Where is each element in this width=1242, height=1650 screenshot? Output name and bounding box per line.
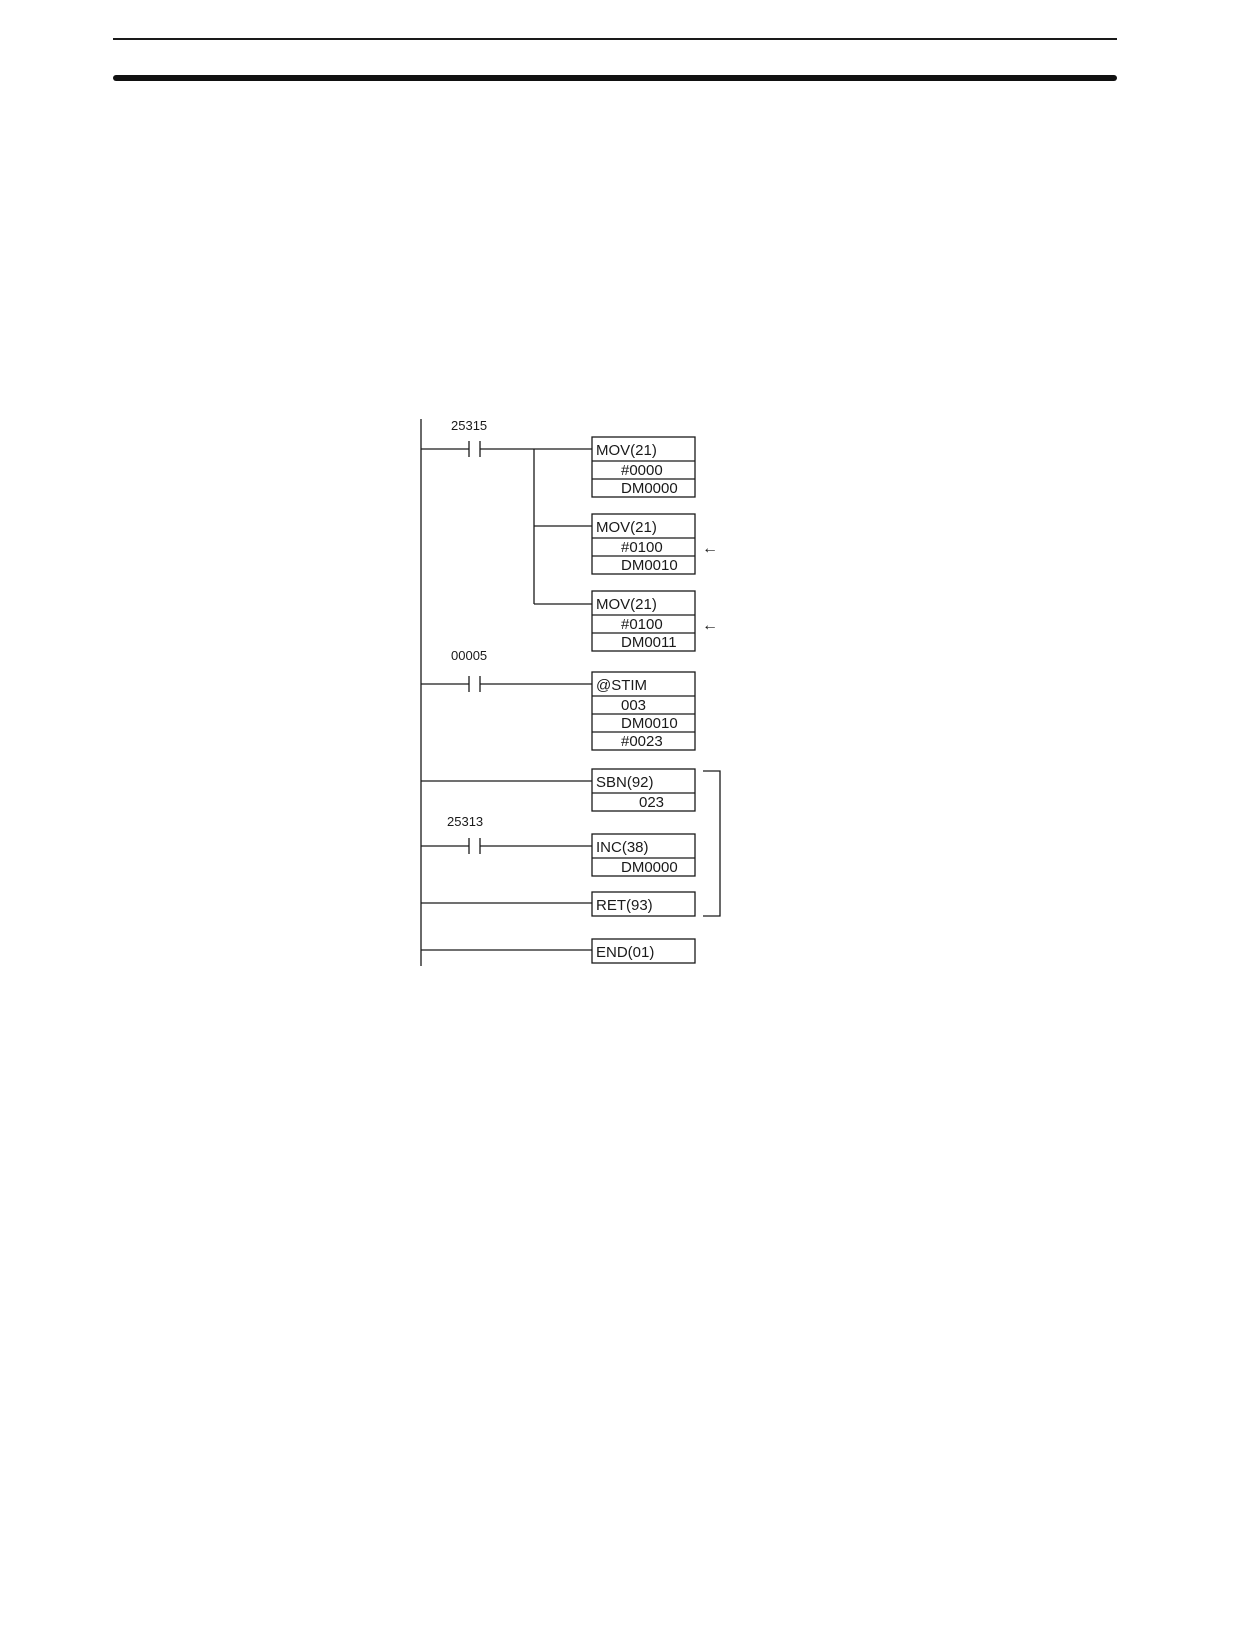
stim-block: @STIM 003 DM0010 #0023 (591, 671, 696, 751)
contact-label: 25315 (451, 418, 487, 433)
block-row: RET(93) (596, 897, 653, 914)
arrow-icon: ← (702, 540, 718, 557)
block-row: SBN(92) (596, 774, 654, 791)
header-rule-thin (113, 38, 1117, 40)
subroutine-bracket (703, 770, 721, 917)
sbn-block: SBN(92) 023 (591, 768, 696, 812)
block-row: MOV(21) (596, 442, 657, 459)
inc-block: INC(38) DM0000 (591, 833, 696, 877)
block-row: #0100 (621, 616, 663, 633)
end-block: END(01) (591, 938, 696, 964)
contact-label: 00005 (451, 648, 487, 663)
contact-label: 25313 (447, 814, 483, 829)
ret-block: RET(93) (591, 891, 696, 917)
block-row: DM0010 (621, 715, 678, 732)
block-row: #0000 (621, 462, 663, 479)
block-row: INC(38) (596, 839, 649, 856)
mov-block-3: MOV(21) #0100 DM0011 (591, 590, 696, 652)
block-row: 003 (621, 697, 646, 714)
header-rule-thick (113, 75, 1117, 81)
block-row: MOV(21) (596, 596, 657, 613)
arrow-icon: ← (702, 617, 718, 634)
block-row: DM0000 (621, 480, 678, 497)
block-row: END(01) (596, 944, 654, 961)
contact-25313 (421, 838, 592, 854)
block-row: DM0010 (621, 557, 678, 574)
mov-block-2: MOV(21) #0100 DM0010 (591, 513, 696, 575)
block-row: #0100 (621, 539, 663, 556)
block-row: @STIM (596, 677, 647, 694)
branch-lines (533, 448, 592, 605)
mov-block-1: MOV(21) #0000 DM0000 (591, 436, 696, 498)
contact-25315 (421, 441, 534, 457)
block-row: DM0000 (621, 859, 678, 876)
block-row: #0023 (621, 733, 663, 750)
block-row: DM0011 (621, 634, 677, 651)
block-row: MOV(21) (596, 519, 657, 536)
block-row: 023 (639, 794, 664, 811)
contact-00005 (421, 676, 592, 692)
